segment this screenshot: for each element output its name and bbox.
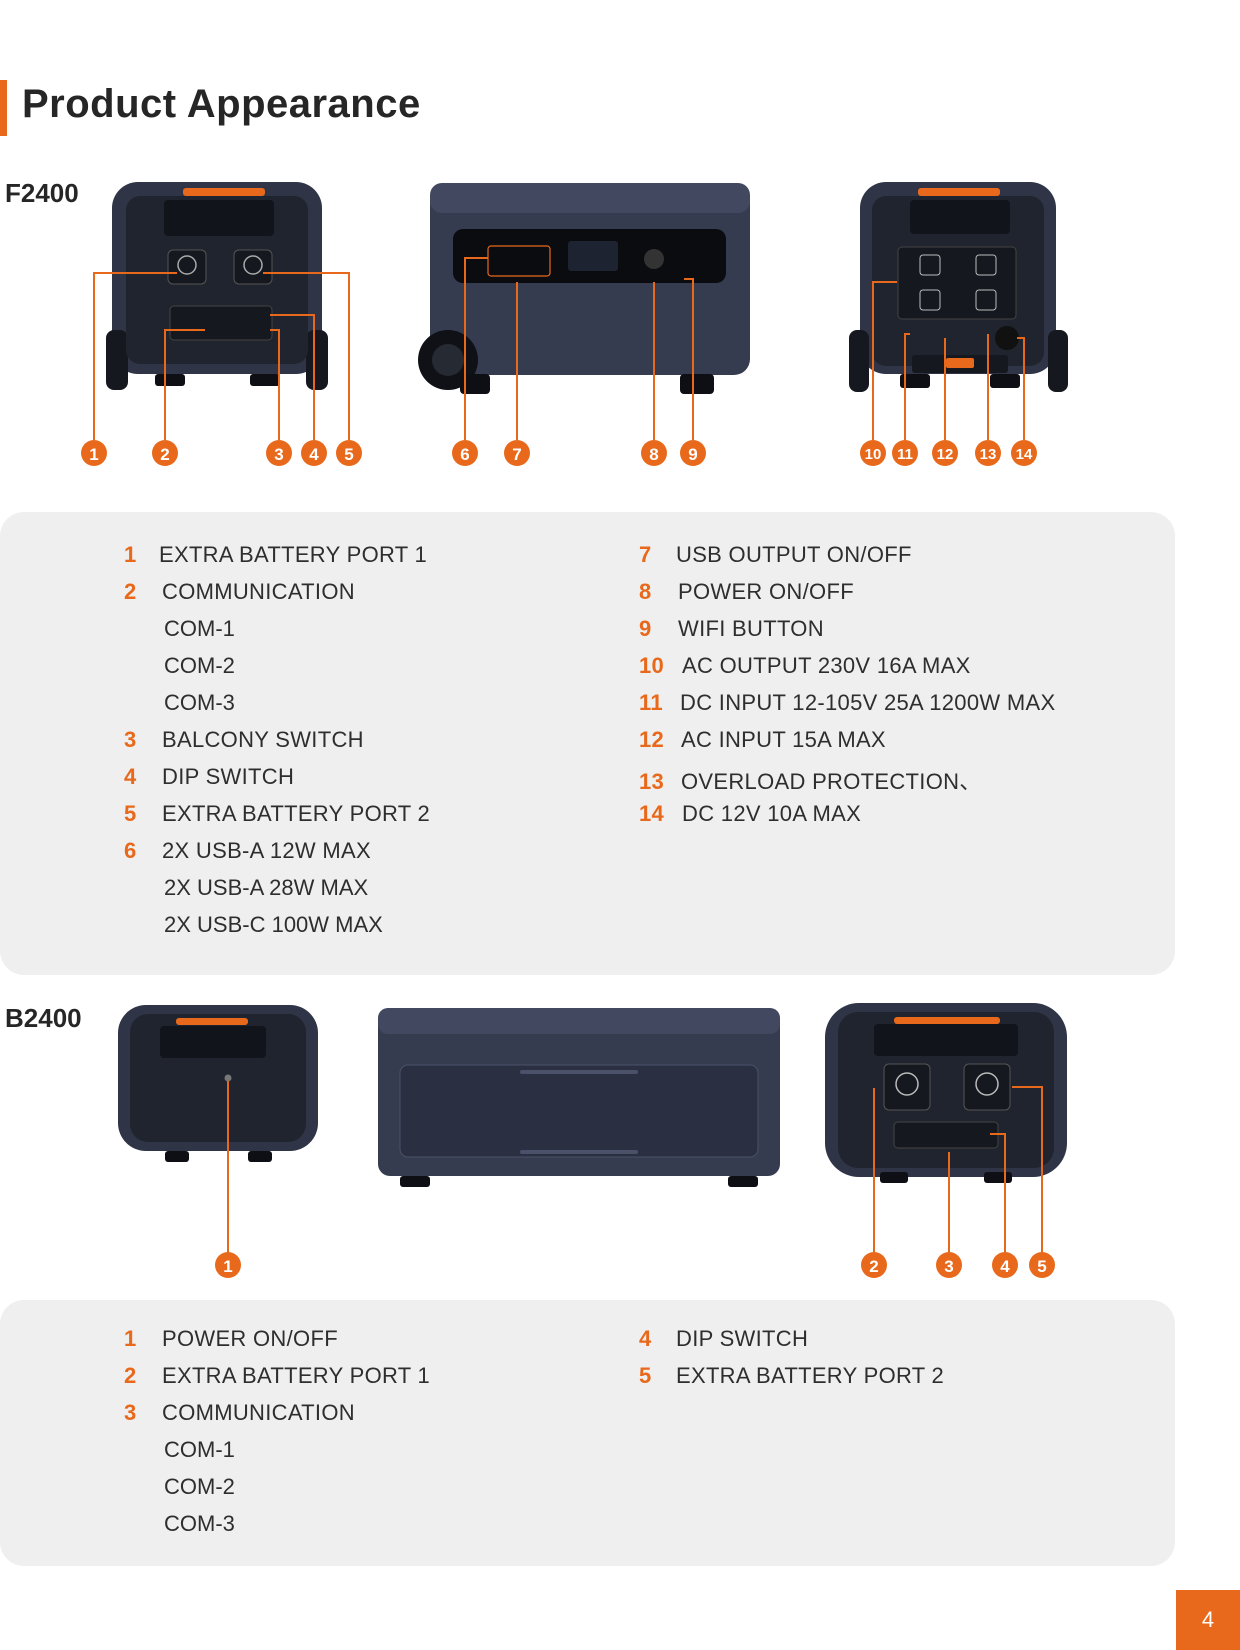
callout-circle: 1 bbox=[81, 440, 107, 466]
callout-circle: 14 bbox=[1011, 440, 1037, 466]
svg-text:2: 2 bbox=[869, 1257, 878, 1276]
svg-text:9: 9 bbox=[688, 445, 697, 464]
f2400-front-view bbox=[106, 182, 328, 390]
legend-subitem: 2X USB-A 28W MAX bbox=[164, 875, 369, 900]
legend-subitem: COM-2 bbox=[164, 653, 235, 678]
b2400-callouts: 1 2 3 4 5 bbox=[215, 1252, 1055, 1278]
b2400-back-view bbox=[825, 1003, 1067, 1183]
f2400-side-view bbox=[418, 183, 750, 394]
svg-text:1: 1 bbox=[223, 1257, 232, 1276]
legend-subitem: 2X USB-C 100W MAX bbox=[164, 912, 383, 937]
model-label-b2400: B2400 bbox=[5, 1003, 82, 1033]
svg-text:11: 11 bbox=[897, 446, 913, 463]
legend-subitem: COM-3 bbox=[164, 1511, 235, 1536]
callout-circle: 5 bbox=[1029, 1252, 1055, 1278]
f2400-figures: 1 2 3 4 5 6 7 8 9 10 11 12 13 14 bbox=[81, 182, 1068, 466]
svg-text:8: 8 bbox=[649, 445, 658, 464]
b2400-back-leaders bbox=[873, 1086, 1043, 1255]
callout-circle: 3 bbox=[266, 440, 292, 466]
callout-circle: 6 bbox=[452, 440, 478, 466]
callout-circle: 11 bbox=[892, 440, 918, 466]
f2400-back-view bbox=[849, 182, 1068, 392]
svg-text:4: 4 bbox=[309, 445, 319, 464]
callout-circle: 4 bbox=[992, 1252, 1018, 1278]
legend-subitem: COM-3 bbox=[164, 690, 235, 715]
model-label-f2400: F2400 bbox=[5, 178, 79, 208]
legend-subitem: COM-2 bbox=[164, 1474, 235, 1499]
svg-text:4: 4 bbox=[1000, 1257, 1010, 1276]
callout-circle: 9 bbox=[680, 440, 706, 466]
callout-circle: 2 bbox=[152, 440, 178, 466]
callout-circle: 8 bbox=[641, 440, 667, 466]
legend-subitem: COM-1 bbox=[164, 616, 235, 641]
svg-text:14: 14 bbox=[1016, 446, 1033, 463]
callout-circle: 3 bbox=[936, 1252, 962, 1278]
svg-text:7: 7 bbox=[512, 445, 521, 464]
f2400-side-leaders bbox=[464, 257, 694, 440]
svg-text:12: 12 bbox=[937, 446, 954, 463]
b2400-side-view bbox=[378, 1008, 780, 1187]
svg-text:13: 13 bbox=[980, 446, 997, 463]
svg-text:3: 3 bbox=[274, 445, 283, 464]
svg-text:10: 10 bbox=[865, 446, 882, 463]
f2400-front-leaders bbox=[93, 272, 350, 440]
f2400-callouts: 1 2 3 4 5 6 7 8 9 10 11 12 13 14 bbox=[81, 440, 1037, 466]
b2400-front-view bbox=[118, 1005, 318, 1162]
callout-circle: 12 bbox=[932, 440, 958, 466]
legend-subitem: COM-1 bbox=[164, 1437, 235, 1462]
callout-circle: 2 bbox=[861, 1252, 887, 1278]
f2400-back-leaders bbox=[872, 281, 1025, 440]
callout-circle: 5 bbox=[336, 440, 362, 466]
svg-text:5: 5 bbox=[344, 445, 353, 464]
svg-text:6: 6 bbox=[460, 445, 469, 464]
callout-circle: 4 bbox=[301, 440, 327, 466]
page-number: 4 bbox=[1176, 1590, 1240, 1650]
svg-text:2: 2 bbox=[160, 445, 169, 464]
svg-text:1: 1 bbox=[89, 445, 98, 464]
title-accent-bar bbox=[0, 80, 7, 136]
page-title: Product Appearance bbox=[22, 82, 421, 126]
svg-text:3: 3 bbox=[944, 1257, 953, 1276]
b2400-figures: 1 2 3 4 5 bbox=[118, 1003, 1067, 1278]
callout-circle: 13 bbox=[975, 440, 1001, 466]
callout-circle: 10 bbox=[860, 440, 886, 466]
svg-text:5: 5 bbox=[1037, 1257, 1046, 1276]
callout-circle: 7 bbox=[504, 440, 530, 466]
callout-circle: 1 bbox=[215, 1252, 241, 1278]
